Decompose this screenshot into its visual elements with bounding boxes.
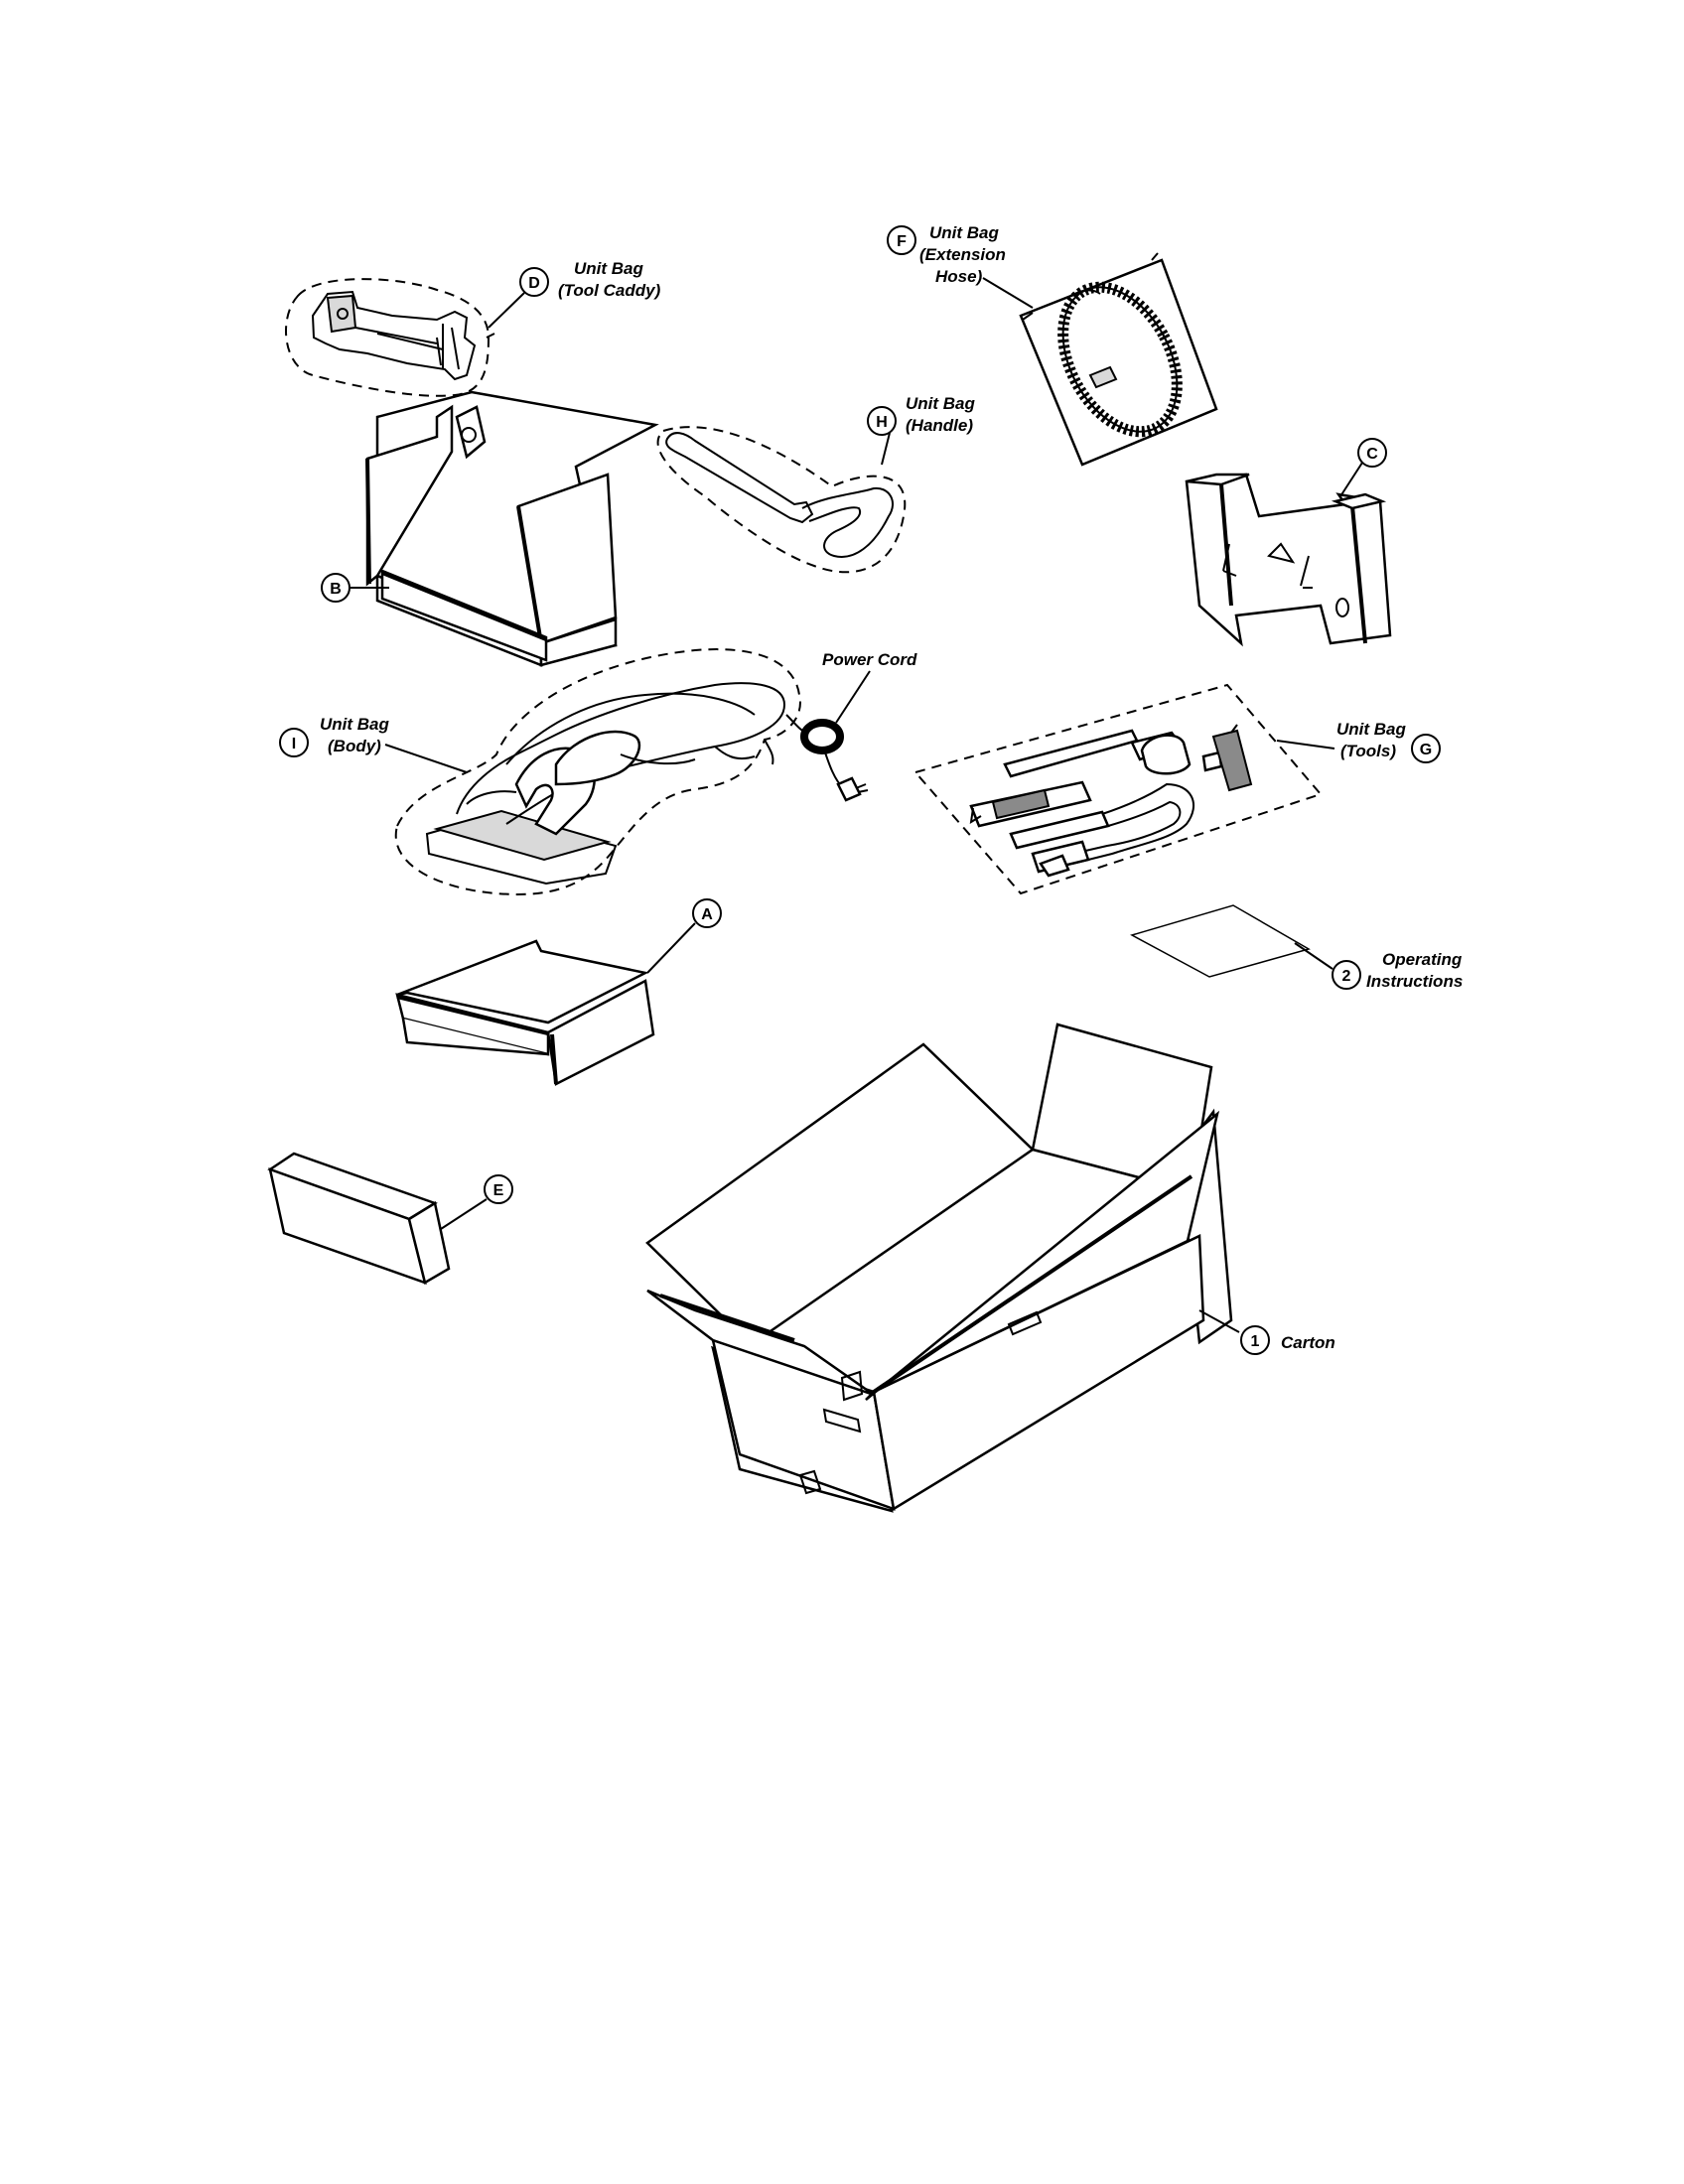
handle-bag bbox=[656, 426, 907, 574]
carton bbox=[645, 1023, 1233, 1513]
callout-circle-g bbox=[1411, 734, 1441, 763]
callout-a-id: A bbox=[701, 906, 713, 923]
callout-circle-c bbox=[1357, 438, 1387, 468]
callout-circle-e bbox=[484, 1174, 513, 1204]
label-i-line1: Unit Bag bbox=[320, 715, 390, 734]
callout-circle-a bbox=[692, 898, 722, 928]
label-d-line1: Unit Bag bbox=[574, 259, 644, 278]
callout-circle-i bbox=[279, 728, 309, 757]
leader-a bbox=[646, 922, 696, 974]
power-cord bbox=[785, 714, 869, 802]
tray-a bbox=[395, 939, 655, 1086]
label-i-line2: (Body) bbox=[328, 737, 381, 755]
callout-e-id: E bbox=[493, 1182, 504, 1199]
box-e bbox=[267, 1152, 451, 1285]
tools-bag bbox=[913, 683, 1323, 895]
insert-b bbox=[365, 390, 659, 667]
leader-i bbox=[384, 744, 468, 773]
callout-2-id: 2 bbox=[1342, 968, 1351, 985]
label-h-line2: (Handle) bbox=[906, 416, 973, 435]
end-cap-c bbox=[1185, 473, 1392, 647]
extension-hose-bag bbox=[1019, 252, 1218, 467]
body-bag bbox=[394, 648, 801, 895]
callout-circle-d bbox=[519, 267, 549, 297]
label-f-line1: Unit Bag bbox=[929, 223, 1000, 242]
callout-g-id: G bbox=[1420, 742, 1432, 758]
label-g-line2: (Tools) bbox=[1340, 742, 1396, 760]
callout-d-id: D bbox=[528, 275, 540, 292]
label-h-line1: Unit Bag bbox=[906, 394, 976, 413]
callout-circle-f bbox=[887, 225, 916, 255]
callout-f-id: F bbox=[897, 233, 907, 250]
power-cord-label: Power Cord bbox=[822, 650, 917, 669]
leader-f bbox=[982, 277, 1034, 309]
leader-h bbox=[881, 432, 891, 466]
label-f-line2: (Extension bbox=[919, 245, 1006, 264]
callout-1-id: 1 bbox=[1251, 1333, 1260, 1350]
callout-circle-2 bbox=[1332, 960, 1361, 990]
label-carton: Carton bbox=[1281, 1333, 1335, 1352]
callout-circle-1 bbox=[1240, 1325, 1270, 1355]
leader-carton bbox=[1198, 1309, 1240, 1333]
label-f-line3: Hose) bbox=[935, 267, 983, 286]
label-g-line1: Unit Bag bbox=[1336, 720, 1407, 739]
callout-circle-h bbox=[867, 406, 897, 436]
callout-b-id: B bbox=[330, 581, 342, 598]
leader-d bbox=[488, 292, 525, 329]
callout-i-id: I bbox=[292, 736, 296, 752]
label-op2-line1: Operating bbox=[1382, 950, 1463, 969]
label-op2-line2: Instructions bbox=[1366, 972, 1463, 991]
callout-h-id: H bbox=[876, 414, 888, 431]
operating-instructions-sheet bbox=[1130, 904, 1311, 978]
tool-caddy-bag bbox=[285, 278, 495, 397]
leader-c bbox=[1339, 462, 1363, 497]
leader-power-cord bbox=[835, 670, 871, 724]
leader-g bbox=[1276, 740, 1335, 750]
leader-op2 bbox=[1294, 942, 1333, 970]
leader-e bbox=[440, 1198, 488, 1230]
label-d-line2: (Tool Caddy) bbox=[558, 281, 661, 300]
callout-c-id: C bbox=[1366, 446, 1378, 463]
